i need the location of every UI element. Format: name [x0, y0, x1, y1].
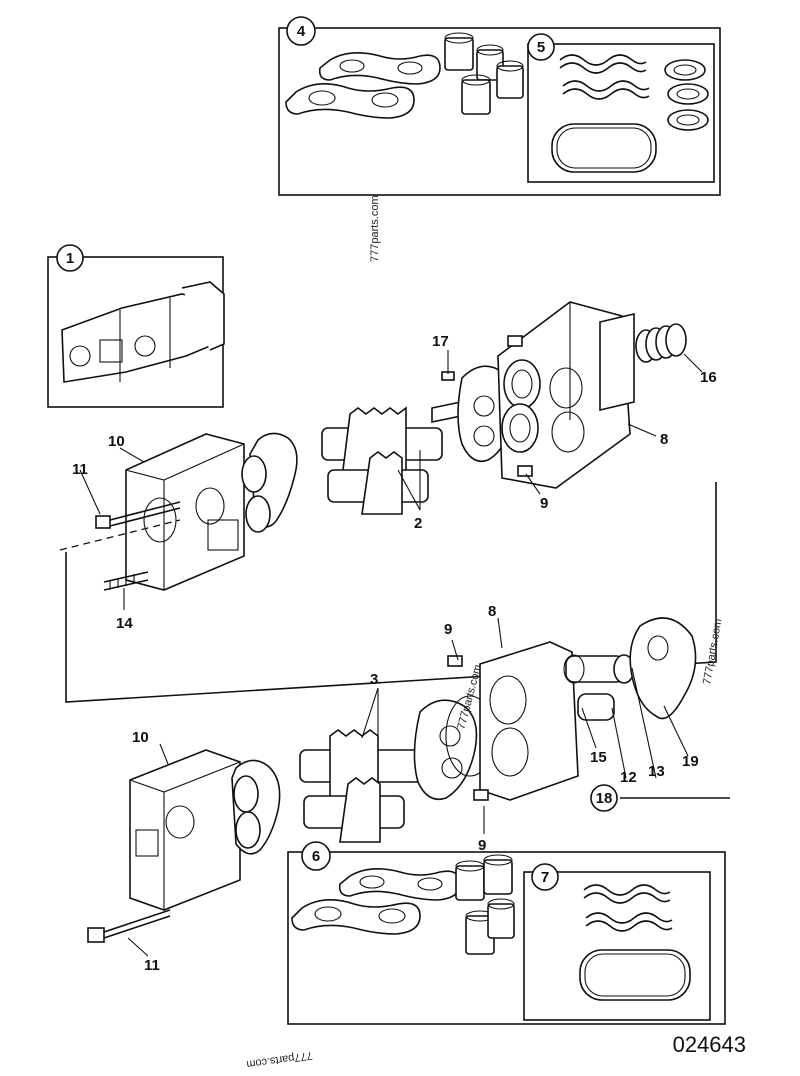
- gear-pair-lower: [299, 729, 441, 843]
- callout-9-upper: 9: [540, 495, 548, 512]
- assembled-pump-box-1: 1: [47, 244, 225, 408]
- kit-box-4: 4: [278, 16, 721, 196]
- upper-pump-section: [59, 301, 687, 591]
- callout-8-upper: 8: [660, 431, 668, 448]
- shaft-seal-16: [635, 323, 687, 363]
- callout-1: 1: [66, 250, 74, 267]
- callout-10-upper: 10: [108, 433, 125, 450]
- bolt-lower: [87, 909, 171, 943]
- reference-number: 024643: [673, 1032, 746, 1057]
- callout-18-circle: [590, 784, 618, 812]
- watermark: 777parts.com: [246, 1049, 314, 1070]
- callout-17: 17: [432, 333, 449, 350]
- callout-12: 12: [620, 769, 637, 786]
- alignment-line: [65, 482, 717, 703]
- callout-2: 2: [414, 515, 422, 532]
- stud: [103, 571, 149, 591]
- callout-6: 6: [312, 848, 320, 865]
- pump-body-lower: [479, 641, 579, 801]
- kit-box-5: 5: [527, 33, 715, 183]
- callout-10-lower: 10: [132, 729, 149, 746]
- drive-shaft: [563, 654, 635, 721]
- callout-16: 16: [700, 369, 717, 386]
- lower-pump-section: [87, 617, 730, 943]
- callout-11-upper: 11: [72, 461, 88, 478]
- callout-7: 7: [541, 869, 549, 886]
- kit-box-6: 6: [287, 841, 726, 1025]
- callout-5: 5: [537, 39, 545, 56]
- callout-11-lower: 11: [144, 957, 160, 974]
- leader-lines: [79, 350, 703, 957]
- thrust-plate: [285, 83, 415, 119]
- kit-box-7: 7: [523, 863, 711, 1021]
- callout-9-lower: 9: [478, 837, 486, 854]
- callout-3: 3: [370, 671, 378, 688]
- callout-19: 19: [682, 753, 699, 770]
- callout-8-lower: 8: [488, 603, 496, 620]
- callout-14: 14: [116, 615, 133, 632]
- watermark: 777parts.com: [369, 195, 381, 262]
- bush-set: [444, 32, 524, 115]
- callout-15: 15: [590, 749, 607, 766]
- callout-18: 18: [596, 790, 613, 807]
- bolt-upper: [95, 501, 181, 529]
- callout-13: 13: [648, 763, 665, 780]
- callout-4: 4: [297, 23, 306, 40]
- watermark: 777parts.com: [701, 618, 724, 686]
- gear-pair-upper: [321, 397, 481, 515]
- callout-9-mid: 9: [444, 621, 452, 638]
- thrust-plate: [318, 52, 441, 85]
- gasket-19: [629, 617, 697, 720]
